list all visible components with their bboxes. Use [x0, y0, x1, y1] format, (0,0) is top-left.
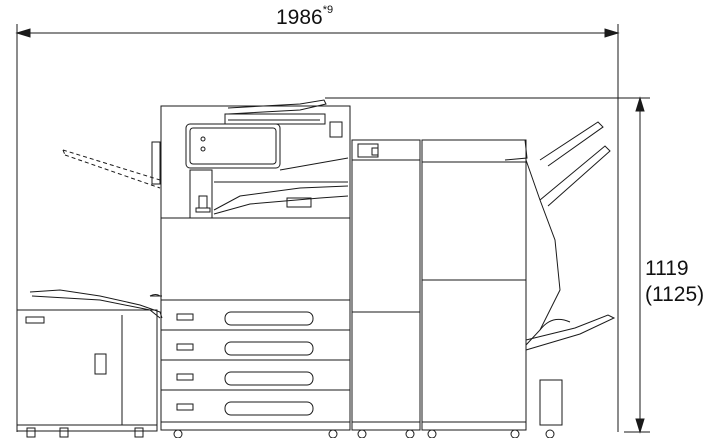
width-dimension [17, 24, 618, 432]
side-output-tray [30, 290, 162, 318]
open-cover-dashed [63, 150, 160, 188]
height-dimension-label: 1119 (1125) [645, 256, 704, 308]
main-copier-body [152, 100, 350, 438]
width-value: 1986 [276, 6, 323, 29]
height-value: 1119 [645, 257, 689, 280]
width-footnote: *9 [322, 4, 334, 16]
interface-unit [352, 140, 420, 438]
finisher-unit [422, 122, 614, 438]
large-capacity-feeder [17, 310, 157, 437]
width-dimension-label: 1986*9 [276, 4, 334, 30]
height-alternate-value: (1125) [645, 283, 705, 306]
height-dimension [325, 98, 650, 432]
